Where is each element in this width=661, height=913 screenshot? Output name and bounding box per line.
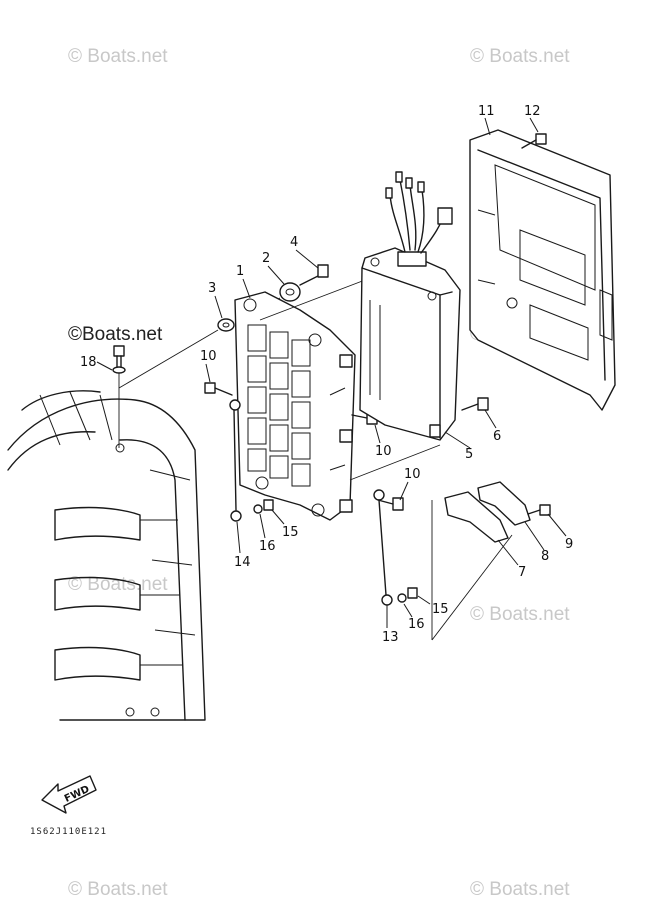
part-9-bolt [527, 504, 551, 516]
label-part-12: 12 [524, 104, 541, 119]
part-15-16-left-screw [253, 499, 274, 514]
part-14-ground-lead [229, 399, 242, 522]
watermark-lower-left: © Boats.net [68, 574, 168, 595]
part-8-bracket [477, 481, 531, 526]
watermark-bottom-left: © Boats.net [68, 879, 168, 900]
label-part-9: 9 [565, 537, 573, 552]
label-part-1: 1 [236, 264, 244, 279]
label-part-8: 8 [541, 549, 549, 564]
label-part-16-lower: 16 [408, 617, 425, 632]
watermark-center-left: ©Boats.net [68, 324, 163, 345]
part-3-grommet [118, 318, 235, 389]
part-1-bracket [234, 291, 356, 521]
watermark-lower-right: © Boats.net [470, 604, 570, 625]
label-part-3: 3 [208, 281, 216, 296]
part-number-labels: 1 2 3 4 5 6 7 8 9 10 10 10 11 12 13 14 1… [80, 104, 573, 645]
guide-line-2 [349, 444, 441, 481]
part-4-bolt [299, 264, 329, 286]
label-part-4: 4 [290, 235, 298, 250]
label-part-15-left: 15 [282, 525, 299, 540]
fwd-arrow-shape [41, 775, 97, 814]
engine-block [7, 390, 206, 721]
label-part-16-left: 16 [259, 539, 276, 554]
part-10-bolt-upper-left [204, 382, 233, 396]
diagram-reference-code: 1S62J110E121 [30, 827, 107, 837]
watermark-bottom-right: © Boats.net [470, 879, 570, 900]
part-10-bolt-lower [377, 497, 404, 511]
label-part-11: 11 [478, 104, 495, 119]
label-part-15-lower: 15 [432, 602, 449, 617]
fwd-direction-arrow: FWD [41, 775, 97, 814]
label-part-5: 5 [465, 447, 473, 462]
watermark-top-right: © Boats.net [470, 46, 570, 67]
watermark-top-left: © Boats.net [68, 46, 168, 67]
label-part-13: 13 [382, 630, 399, 645]
part-18-bolt [112, 345, 126, 448]
part-13-ground-lead [373, 489, 393, 606]
guide-line-4 [431, 534, 513, 641]
part-6-bolt [461, 397, 489, 411]
part-15-16-lower-screw [397, 587, 418, 603]
label-part-14: 14 [234, 555, 251, 570]
label-part-2: 2 [262, 251, 270, 266]
label-part-18: 18 [80, 355, 97, 370]
label-part-7: 7 [518, 565, 526, 580]
label-part-10-upper: 10 [200, 349, 217, 364]
part-5-cdi-unit [359, 171, 461, 441]
part-12-screw [521, 133, 547, 149]
label-part-10-lower: 10 [404, 467, 421, 482]
part-7-bracket [444, 491, 509, 543]
label-part-6: 6 [493, 429, 501, 444]
label-leader-lines [96, 117, 567, 628]
guide-line-1 [259, 279, 366, 321]
label-part-10-center: 10 [375, 444, 392, 459]
part-11-cover [469, 129, 616, 411]
